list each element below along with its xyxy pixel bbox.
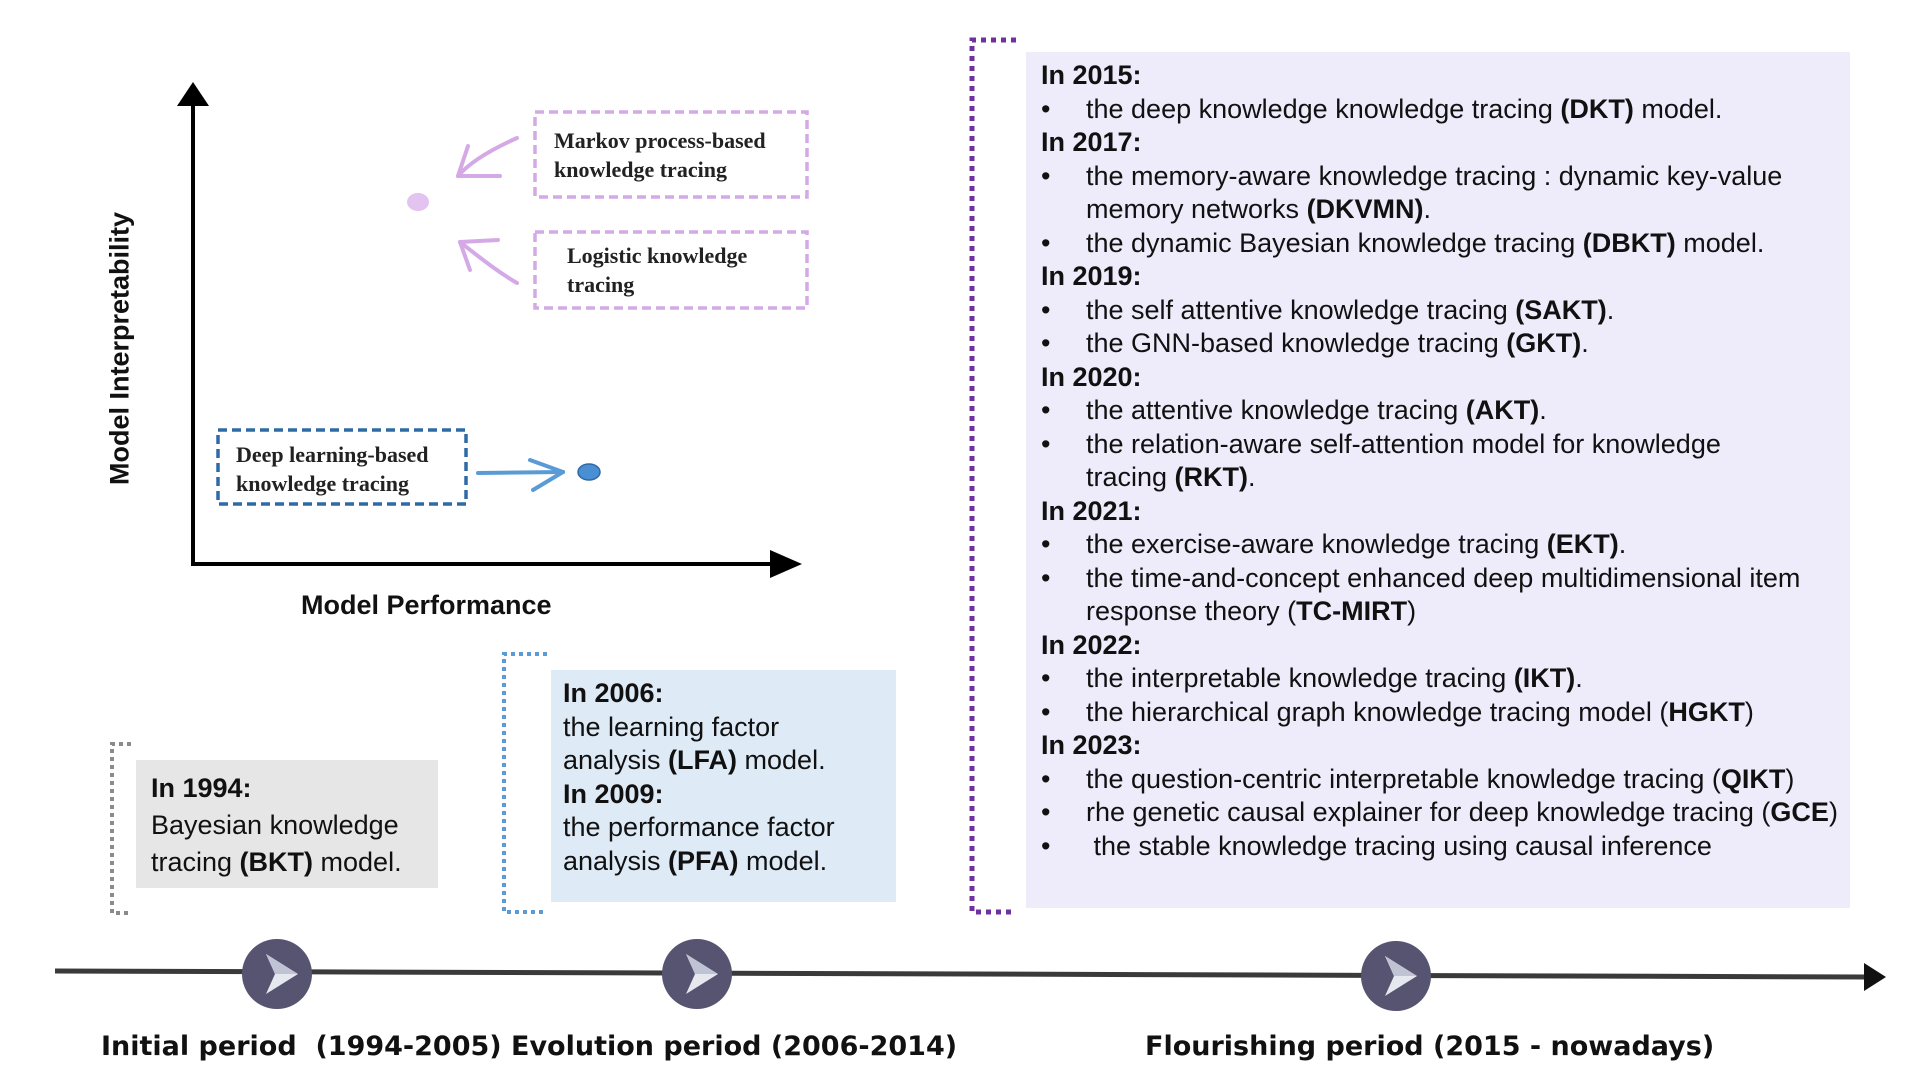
year-2019: In 2019: (1041, 261, 1142, 291)
year-2021: In 2021: (1041, 495, 1142, 526)
period-label-evolution: Evolution period (2006-2014) (511, 1031, 958, 1062)
item-tc-mirt: •the time-and-concept enhanced deep mult… (1041, 562, 1801, 627)
flourishing-panel: In 2015: •the deep knowledge knowledge t… (1041, 59, 1841, 863)
performance-dot (577, 463, 601, 481)
period-label-initial: Initial period (1994-2005) (101, 1031, 502, 1062)
year-2015: In 2015: (1041, 60, 1142, 90)
timeline-line (54, 968, 1867, 980)
item-dbkt: •the dynamic Bayesian knowledge tracing … (1041, 227, 1765, 258)
timeline-arrowhead (1864, 963, 1886, 991)
timeline-node-flourishing (1361, 941, 1431, 1011)
year-2017: In 2017: (1041, 127, 1142, 157)
year-2023: In 2023: (1041, 730, 1142, 760)
period-label-flourishing: Flourishing period (2015 - nowadays) (1145, 1031, 1715, 1062)
markov-box-border (533, 110, 809, 199)
markov-arrow (456, 136, 519, 178)
interpretable-dot (407, 193, 429, 211)
item-hgkt: •the hierarchical graph knowledge tracin… (1041, 696, 1754, 727)
year-2022: In 2022: (1041, 629, 1142, 660)
evolution-2009-line2: analysis (PFA) model. (563, 845, 828, 876)
deep-arrow (476, 458, 565, 492)
timeline-node-initial (242, 939, 312, 1009)
initial-text-line1: Bayesian knowledge (151, 810, 399, 840)
evolution-2006-line2: analysis (LFA) model. (563, 745, 826, 775)
initial-panel-bg (136, 760, 438, 888)
evolution-year-2009: In 2009: (563, 778, 664, 809)
y-axis-label-text: Model Interpretability (104, 211, 135, 486)
flourishing-panel-bg (1026, 52, 1850, 908)
evolution-2009-line1: the performance factor (563, 812, 835, 842)
logistic-arrow (458, 238, 519, 285)
item-qikt: •the question-centric interpretable know… (1041, 763, 1795, 794)
deep-box-line1: Deep learning-based (236, 442, 429, 467)
evolution-bracket (502, 652, 547, 914)
initial-year: In 1994: (151, 773, 252, 803)
evolution-panel: In 2006: the learning factor analysis (L… (563, 677, 835, 878)
year-2020: In 2020: (1041, 361, 1142, 392)
item-akt: •the attentive knowledge tracing (AKT). (1041, 395, 1547, 425)
item-sakt: •the self attentive knowledge tracing (S… (1041, 294, 1615, 325)
markov-box-line1: Markov process-based (554, 128, 766, 153)
item-ikt: •the interpretable knowledge tracing (IK… (1041, 663, 1583, 693)
logistic-box-label: Logistic knowledge tracing (567, 241, 747, 299)
item-ekt: •the exercise-aware knowledge tracing (E… (1041, 529, 1627, 559)
item-rkt: •the relation-aware self-attention model… (1041, 428, 1721, 493)
x-axis-label: Model Performance (301, 590, 552, 620)
item-dkvmn: •the memory-aware knowledge tracing : dy… (1041, 160, 1783, 225)
markov-box-line2: knowledge tracing (554, 157, 727, 182)
deep-box-border (216, 428, 468, 506)
initial-text-line2: tracing (BKT) model. (151, 847, 402, 877)
evolution-year-2006: In 2006: (563, 678, 664, 708)
item-gce: •rhe genetic causal explainer for deep k… (1041, 797, 1838, 827)
item-dkt: •the deep knowledge knowledge tracing (D… (1041, 93, 1723, 124)
item-stable-kt: • the stable knowledge tracing using cau… (1041, 830, 1712, 861)
initial-bracket (110, 742, 131, 915)
deep-box-line2: knowledge tracing (236, 471, 409, 496)
evolution-panel-bg (551, 670, 896, 902)
flourishing-bracket (969, 37, 1016, 915)
logistic-box-line1: Logistic knowledge (567, 243, 748, 268)
logistic-box-line2: tracing (567, 272, 635, 297)
item-gkt: •the GNN-based knowledge tracing (GKT). (1041, 328, 1589, 358)
deep-box-label: Deep learning-based knowledge tracing (236, 440, 429, 498)
initial-panel: In 1994: Bayesian knowledge tracing (BKT… (151, 770, 402, 881)
timeline-node-evolution (662, 939, 732, 1009)
y-axis-arrowhead (177, 82, 209, 106)
markov-box-label: Markov process-based knowledge tracing (554, 126, 766, 184)
logistic-box-border (533, 230, 809, 310)
x-axis-arrowhead (770, 550, 802, 578)
evolution-2006-line1: the learning factor (563, 711, 780, 742)
